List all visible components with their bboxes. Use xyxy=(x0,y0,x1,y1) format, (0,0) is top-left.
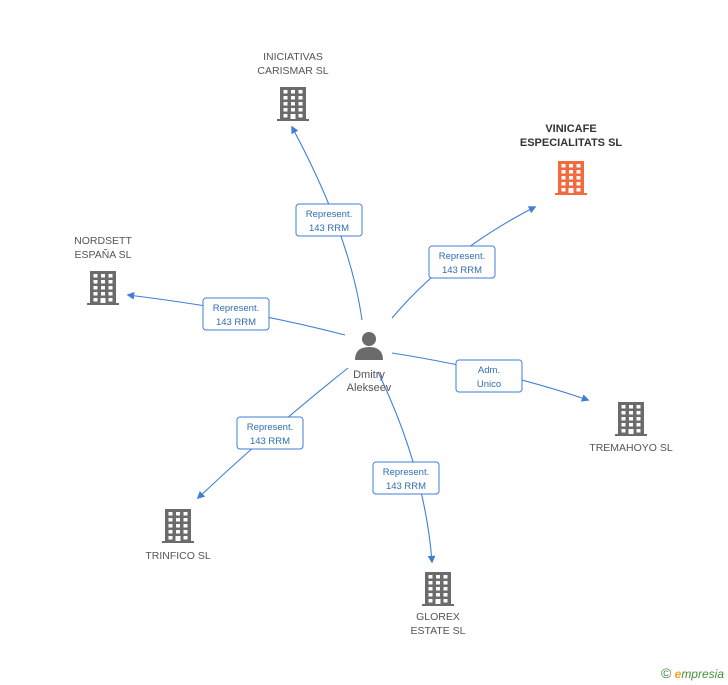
company-node-tremahoyo[interactable]: TREMAHOYO SL xyxy=(589,402,673,454)
edge-label-trinfico: Represent. 143 RRM xyxy=(236,416,304,450)
company-node-iniciativas[interactable]: INICIATIVAS CARISMAR SL xyxy=(257,51,329,121)
building-icon xyxy=(277,87,309,121)
person-icon xyxy=(355,332,383,360)
company-node-vinicafe[interactable]: VINICAFE ESPECIALITATS SL xyxy=(520,123,623,195)
edge-label-box xyxy=(236,416,304,450)
company-node-trinfico[interactable]: TRINFICO SL xyxy=(145,509,211,562)
edge-label-nordsett: Represent. 143 RRM xyxy=(202,297,270,331)
edge-label-box xyxy=(428,245,496,279)
building-icon xyxy=(555,161,587,195)
edge-label-text: Represent. xyxy=(383,467,429,478)
edge-label-box xyxy=(202,297,270,331)
company-name-glorex: ESTATE SL xyxy=(410,625,465,637)
brand-logo-e: e xyxy=(674,667,682,681)
edge-label-text: 143 RRM xyxy=(250,436,290,447)
edge-label-box xyxy=(372,461,440,495)
company-name-vinicafe: ESPECIALITATS SL xyxy=(520,137,623,149)
edge-label-text: 143 RRM xyxy=(442,265,482,276)
edge-label-box xyxy=(455,359,523,393)
building-icon xyxy=(87,271,119,305)
edge-label-text: 143 RRM xyxy=(309,223,349,234)
building-icon xyxy=(615,402,647,436)
company-name-iniciativas: CARISMAR SL xyxy=(257,65,328,77)
edge-label-text: Adm. xyxy=(478,365,500,376)
footer-brand: © empresia xyxy=(661,665,724,681)
company-name-glorex: GLOREX xyxy=(416,611,460,623)
brand-logo-text: mpresia xyxy=(681,667,724,681)
edge-label-text: 143 RRM xyxy=(216,317,256,328)
edge-label-text: Represent. xyxy=(306,209,352,220)
edge-label-text: Represent. xyxy=(247,422,293,433)
company-name-nordsett: ESPAÑA SL xyxy=(74,248,131,261)
company-name-trinfico: TRINFICO SL xyxy=(145,550,210,562)
edge-label-box xyxy=(295,203,363,237)
company-name-tremahoyo: TREMAHOYO SL xyxy=(589,442,673,454)
company-name-nordsett: NORDSETT xyxy=(74,235,132,247)
edge-label-text: Unico xyxy=(477,379,501,390)
company-node-glorex[interactable]: GLOREX ESTATE SL xyxy=(410,572,466,637)
copyright-symbol: © xyxy=(660,665,672,681)
edge-label-tremahoyo: Adm. Unico xyxy=(455,359,523,393)
company-name-iniciativas: INICIATIVAS xyxy=(263,51,323,63)
edge-label-vinicafe: Represent. 143 RRM xyxy=(428,245,496,279)
person-first-name: Dmitry xyxy=(353,369,385,381)
person-last-name: Alekseev xyxy=(347,382,392,394)
edge-label-glorex: Represent. 143 RRM xyxy=(372,461,440,495)
company-name-vinicafe: VINICAFE xyxy=(545,123,596,135)
building-icon xyxy=(422,572,454,606)
building-icon xyxy=(162,509,194,543)
edge-label-text: 143 RRM xyxy=(386,481,426,492)
edge-label-iniciativas: Represent. 143 RRM xyxy=(295,203,363,237)
edge-label-text: Represent. xyxy=(213,303,259,314)
edge-label-text: Represent. xyxy=(439,251,485,262)
